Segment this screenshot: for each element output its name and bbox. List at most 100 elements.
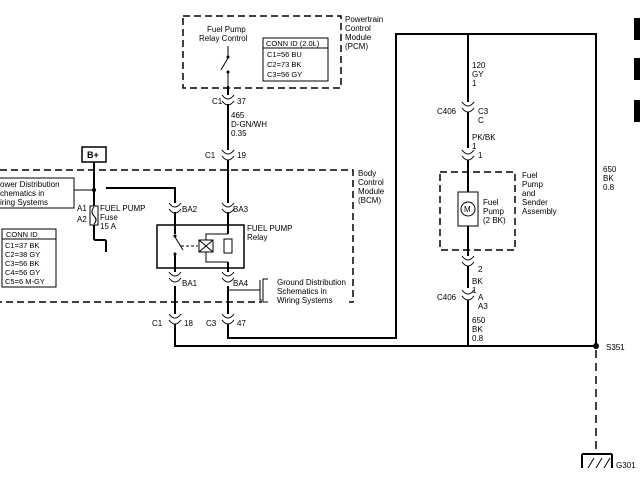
ground-dist-line1: Ground Distribution bbox=[277, 278, 346, 287]
assembly-name-line5: Assembly bbox=[522, 207, 557, 216]
bcm-conn-c5: C5=6 M-GY bbox=[5, 277, 45, 286]
w120-pin: 1 bbox=[472, 79, 477, 88]
w650-pump-circuit: 650 bbox=[472, 316, 486, 325]
motor-symbol: M bbox=[464, 205, 471, 214]
pkbk-color: PK/BK bbox=[472, 133, 496, 142]
w120-circuit: 120 bbox=[472, 61, 486, 70]
pcm-conn-c3: C3=56 GY bbox=[267, 70, 302, 79]
c1-37-connector: C1 bbox=[212, 97, 223, 106]
fuse-name: FUEL PUMP bbox=[100, 204, 146, 213]
c406-bottom-cavity: A bbox=[478, 293, 484, 302]
ground-label: G301 bbox=[616, 461, 636, 470]
bcm-module: Body Control Module (BCM) B+ ower Distri… bbox=[0, 146, 385, 305]
pump-name-line3: (2 BK) bbox=[483, 216, 506, 225]
bcm-name-line2: Control bbox=[358, 178, 384, 187]
assembly-name-line4: Sender bbox=[522, 198, 548, 207]
fuse-label: Fuse bbox=[100, 213, 118, 222]
pcm-boundary bbox=[182, 15, 342, 89]
clipped-edge-marks bbox=[634, 18, 640, 122]
pcm-module: Powertrain Control Module (PCM) Fuel Pum… bbox=[182, 15, 383, 89]
bcm-module-name: Body Control Module (BCM) bbox=[358, 169, 385, 205]
w120-color: GY bbox=[472, 70, 484, 79]
relay-control-switch bbox=[220, 46, 230, 86]
c1-19-connector: C1 bbox=[205, 151, 216, 160]
pump-name-line2: Pump bbox=[483, 207, 504, 216]
w465-circuit: 465 bbox=[231, 111, 245, 120]
c1-37-pin: 37 bbox=[237, 97, 246, 106]
pump-assembly-boundary bbox=[439, 171, 516, 251]
bcm-name-line4: (BCM) bbox=[358, 196, 381, 205]
bcm-boundary bbox=[0, 169, 354, 303]
relay-control-label-line1: Fuel Pump bbox=[207, 25, 246, 34]
ground-distribution-reference: Ground Distribution Schematics in Wiring… bbox=[228, 276, 349, 305]
c3-47-connector: C3 bbox=[206, 319, 217, 328]
pcm-name-line1: Powertrain bbox=[345, 15, 383, 24]
splice-label: S351 bbox=[606, 343, 625, 352]
c406-bottom-cavity2: A3 bbox=[478, 302, 488, 311]
bcm-outputs: C1 18 C3 47 bbox=[152, 33, 597, 347]
relay-name: FUEL PUMP bbox=[247, 224, 293, 233]
power-dist-line3: iring Systems bbox=[0, 198, 48, 207]
power-dist-line2: chematics in bbox=[0, 189, 44, 198]
c406-top-cavity: C3 bbox=[478, 107, 489, 116]
relay-label: Relay bbox=[247, 233, 267, 242]
pump-assembly-name: Fuel Pump and Sender Assembly bbox=[522, 171, 557, 216]
splice-s351 bbox=[593, 343, 599, 349]
bcm-name-line3: Module bbox=[358, 187, 385, 196]
pkbk-pin: 1 bbox=[472, 142, 477, 151]
c1-18-pin: 18 bbox=[184, 319, 193, 328]
power-dist-line1: ower Distribution bbox=[0, 180, 60, 189]
fuse-terminal-a2: A2 bbox=[77, 215, 87, 224]
assembly-name-line3: and bbox=[522, 189, 535, 198]
fuel-pump-relay: FUEL PUMP Relay bbox=[156, 212, 293, 269]
bcm-name-line1: Body bbox=[358, 169, 376, 178]
bcm-conn-id-title: CONN ID bbox=[6, 230, 38, 239]
pcm-module-name: Powertrain Control Module (PCM) bbox=[345, 15, 383, 51]
ground-g301: G301 bbox=[581, 453, 636, 470]
w650-pump-gauge: 0.8 bbox=[472, 334, 484, 343]
battery-label: B+ bbox=[87, 150, 99, 160]
c406-top-cavity2: C bbox=[478, 116, 484, 125]
pin-ba1: BA1 bbox=[182, 279, 198, 288]
bcm-conn-c4: C4=56 GY bbox=[5, 268, 40, 277]
w650-right-color: BK bbox=[603, 174, 614, 183]
bk2-color: BK bbox=[472, 277, 483, 286]
pcm-name-line4: (PCM) bbox=[345, 42, 368, 51]
c1-18-connector: C1 bbox=[152, 319, 163, 328]
pump-pin-bottom: 2 bbox=[478, 265, 483, 274]
bcm-conn-id-table: CONN ID C1=37 BK C2=38 GY C3=56 BK C4=56… bbox=[1, 228, 57, 288]
ba2-feed: BA2 bbox=[106, 187, 198, 214]
bk2-pin: 1 bbox=[472, 286, 477, 295]
assembly-name-line1: Fuel bbox=[522, 171, 538, 180]
pcm-conn-c1: C1=56 BU bbox=[267, 50, 302, 59]
pcm-name-line2: Control bbox=[345, 24, 371, 33]
fuel-pump-branch: 120 GY 1 C406 C3 C PK/BK 1 1 Fuel Pump a… bbox=[437, 34, 557, 346]
power-distribution-reference: ower Distribution chematics in iring Sys… bbox=[0, 177, 94, 209]
bcm-conn-c2: C2=38 GY bbox=[5, 250, 40, 259]
c406-bottom-connector: C406 bbox=[437, 293, 457, 302]
ground-dist-line2: Schematics in bbox=[277, 287, 327, 296]
pcm-conn-c2: C2=73 BK bbox=[267, 60, 301, 69]
w650-right-circuit: 650 bbox=[603, 165, 617, 174]
assembly-name-line2: Pump bbox=[522, 180, 543, 189]
fuel-pump-fuse: A1 A2 FUEL PUMP Fuse 15 A bbox=[77, 204, 146, 231]
bcm-conn-c3: C3=56 BK bbox=[5, 259, 39, 268]
pcm-conn-id-title: CONN ID (2.0L) bbox=[266, 39, 320, 48]
pcm-conn-id-table: CONN ID (2.0L) C1=56 BU C2=73 BK C3=56 G… bbox=[262, 37, 329, 82]
bcm-conn-c1: C1=37 BK bbox=[5, 241, 39, 250]
pin-ba3: BA3 bbox=[233, 205, 249, 214]
c1-19-pin: 19 bbox=[237, 151, 246, 160]
pcm-name-line3: Module bbox=[345, 33, 372, 42]
c3-47-pin: 47 bbox=[237, 319, 246, 328]
wire-465: C1 37 465 D-GN/WH 0.35 C1 19 bbox=[205, 86, 267, 203]
pin-forks-top bbox=[168, 202, 235, 214]
fuse-terminal-a1: A1 bbox=[77, 204, 87, 213]
pin-forks-bottom: BA1 BA4 bbox=[168, 268, 249, 288]
battery-feed: B+ bbox=[81, 146, 107, 252]
ground-wire-650: 650 BK 0.8 S351 bbox=[468, 165, 625, 452]
relay-control-label-line2: Relay Control bbox=[199, 34, 248, 43]
pin-ba2: BA2 bbox=[182, 205, 198, 214]
w650-right-gauge: 0.8 bbox=[603, 183, 615, 192]
w465-color: D-GN/WH bbox=[231, 120, 267, 129]
